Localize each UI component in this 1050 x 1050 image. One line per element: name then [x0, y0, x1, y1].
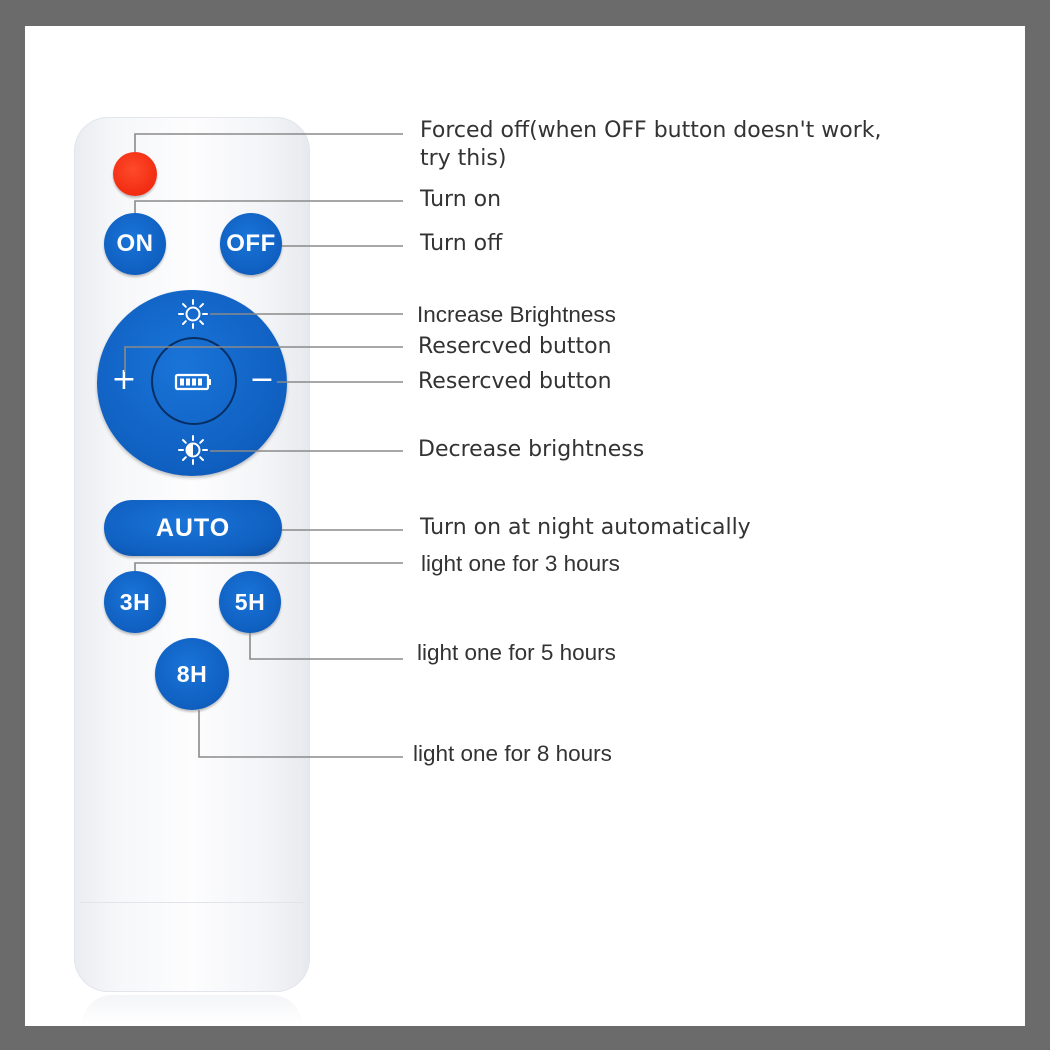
- forced-off-button[interactable]: [113, 152, 157, 196]
- label-reserved-1: Resercved button: [418, 334, 612, 359]
- remote-seam: [80, 902, 304, 903]
- label-reserved-2: Resercved button: [418, 369, 612, 394]
- label-increase-brightness: Increase Brightness: [417, 302, 616, 327]
- label-forced-off-line1: Forced off(when OFF button doesn't work,: [420, 118, 882, 143]
- label-turn-on: Turn on: [420, 187, 502, 212]
- label-3h: light one for 3 hours: [421, 551, 620, 576]
- leader-reserved-1: [124, 346, 403, 372]
- auto-button-label: AUTO: [155, 513, 231, 542]
- timer-8h-label: 8H: [176, 660, 208, 687]
- leader-3h: [134, 562, 403, 571]
- timer-5h-button[interactable]: 5H: [219, 571, 281, 633]
- timer-5h-label: 5H: [234, 588, 266, 615]
- battery-icon[interactable]: [174, 371, 214, 393]
- off-button-label: OFF: [226, 230, 276, 257]
- leader-8h: [198, 710, 403, 758]
- label-turn-off: Turn off: [420, 231, 503, 256]
- leader-turn-on: [134, 200, 403, 213]
- remote-reflection: [82, 995, 302, 1025]
- off-button[interactable]: OFF: [220, 213, 282, 275]
- label-auto-night: Turn on at night automatically: [420, 515, 751, 540]
- label-8h: light one for 8 hours: [413, 741, 612, 766]
- label-5h: light one for 5 hours: [417, 640, 616, 665]
- timer-8h-button[interactable]: 8H: [155, 638, 229, 710]
- plus-button[interactable]: +: [111, 362, 137, 397]
- dpad-center-ring: [151, 337, 237, 425]
- brightness-up-icon[interactable]: [176, 297, 210, 331]
- timer-3h-label: 3H: [119, 588, 151, 615]
- on-button[interactable]: ON: [104, 213, 166, 275]
- minus-button[interactable]: −: [249, 362, 275, 397]
- auto-button[interactable]: AUTO: [104, 500, 282, 556]
- on-button-label: ON: [116, 230, 154, 257]
- timer-3h-button[interactable]: 3H: [104, 571, 166, 633]
- leader-5h: [249, 633, 403, 660]
- leader-forced-off: [134, 133, 403, 152]
- label-decrease-brightness: Decrease brightness: [418, 437, 645, 462]
- brightness-down-icon[interactable]: [176, 433, 210, 467]
- label-forced-off-line2: try this): [420, 146, 507, 171]
